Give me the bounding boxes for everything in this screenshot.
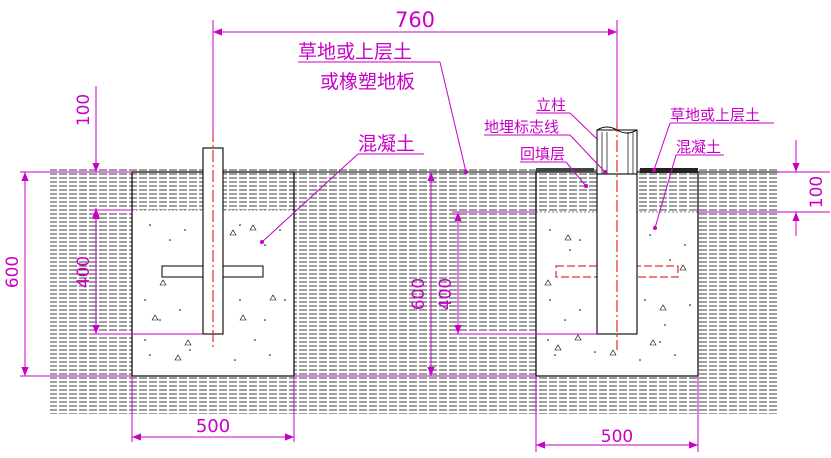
label-grass-top-line2: 或橡塑地板 xyxy=(320,71,415,93)
dim-right-100: 100 xyxy=(807,176,827,208)
dim-bottom-left-500: 500 xyxy=(196,416,230,437)
left-footing xyxy=(131,130,295,377)
label-concrete-left: 混凝土 xyxy=(358,133,415,155)
label-post: 立柱 xyxy=(536,96,566,114)
label-concrete-right: 混凝土 xyxy=(676,138,721,156)
dim-mid-400: 400 xyxy=(436,278,456,310)
right-concrete-speckle xyxy=(544,229,691,361)
left-concrete-speckle xyxy=(144,224,286,361)
dim-left-400: 400 xyxy=(74,256,94,288)
dim-bottom-right-500: 500 xyxy=(601,427,633,447)
label-grass-top-line1: 草地或上层土 xyxy=(298,41,412,63)
label-grass-right: 草地或上层土 xyxy=(670,106,760,124)
label-marker-line: 地埋标志线 xyxy=(484,118,559,136)
dim-mid-600: 600 xyxy=(409,278,429,310)
right-grass-layer xyxy=(640,168,698,173)
dim-760: 760 xyxy=(395,8,435,32)
dimension-lines xyxy=(20,20,830,452)
label-backfill: 回填层 xyxy=(520,145,565,163)
right-footing xyxy=(535,120,699,377)
dim-left-100: 100 xyxy=(74,94,94,126)
dim-left-600: 600 xyxy=(3,256,23,288)
